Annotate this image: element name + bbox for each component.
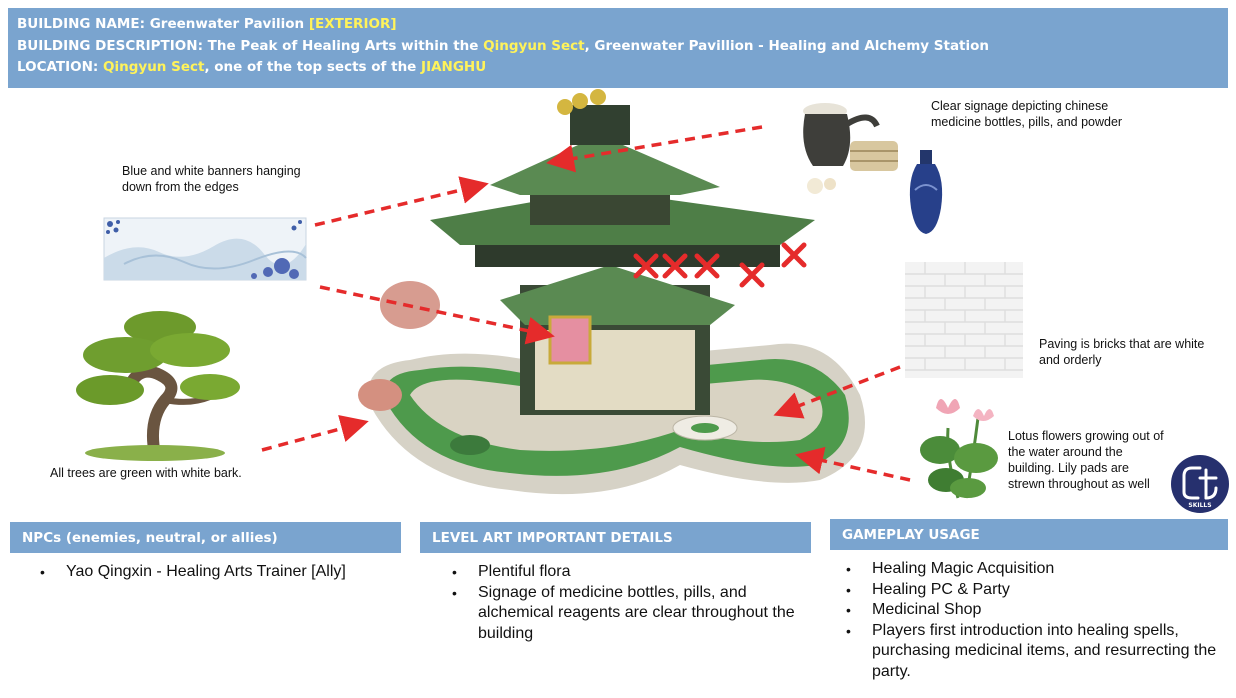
npcs-list: Yao Qingxin - Healing Arts Trainer [Ally… — [38, 562, 398, 583]
building-name-line: BUILDING NAME: Greenwater Pavilion [EXTE… — [17, 16, 397, 32]
gameplay-item: Healing Magic Acquisition — [844, 559, 1228, 580]
note-banners: Blue and white banners hanging down from… — [122, 164, 301, 194]
note-lotus: Lotus flowers growing out of the water a… — [1008, 429, 1164, 491]
banner-image — [103, 217, 307, 281]
building-tag: [EXTERIOR] — [308, 16, 397, 32]
arrow-signage-left — [319, 285, 555, 345]
location-text: , one of the top sects of the — [204, 59, 417, 75]
x-mark-4 — [739, 262, 765, 288]
sect-highlight: Qingyun Sect — [483, 38, 585, 54]
gameplay-section-header: GAMEPLAY USAGE — [830, 519, 1228, 550]
lotus-image — [920, 399, 998, 499]
location-sect-highlight: Qingyun Sect — [103, 59, 205, 75]
pavilion-illustration — [358, 89, 865, 495]
arrow-signage-top — [546, 125, 763, 173]
note-paving: Paving is bricks that are white and orde… — [1039, 337, 1205, 367]
building-description-text: The Peak of Healing Arts within the — [207, 38, 479, 54]
building-description-label: BUILDING DESCRIPTION: — [17, 38, 203, 54]
x-mark-1 — [633, 253, 659, 279]
npc-item: Yao Qingxin - Healing Arts Trainer [Ally… — [38, 562, 398, 583]
x-mark-5 — [781, 242, 807, 268]
building-name-label: BUILDING NAME: — [17, 16, 145, 32]
building-description-line: BUILDING DESCRIPTION: The Peak of Healin… — [17, 38, 989, 54]
building-description-rest: , Greenwater Pavillion - Healing and Alc… — [584, 38, 990, 54]
building-name-value: Greenwater Pavilion — [149, 16, 305, 32]
location-line: LOCATION: Qingyun Sect, one of the top s… — [17, 59, 486, 75]
gameplay-item: Medicinal Shop — [844, 600, 1228, 621]
skills-logo: SKILLS — [1171, 455, 1229, 513]
level-art-item: Signage of medicine bottles, pills, and … — [450, 583, 802, 645]
npcs-section-header: NPCs (enemies, neutral, or allies) — [10, 522, 401, 553]
blue-vase-image — [909, 150, 943, 234]
level-art-section-header: LEVEL ART IMPORTANT DETAILS — [420, 522, 811, 553]
arrow-lotus — [795, 446, 911, 482]
gameplay-item: Healing PC & Party — [844, 580, 1228, 601]
x-mark-2 — [662, 253, 688, 279]
note-signage: Clear signage depicting chinese medicine… — [931, 99, 1123, 129]
level-art-section-title: LEVEL ART IMPORTANT DETAILS — [432, 530, 673, 546]
header-banner: BUILDING NAME: Greenwater Pavilion [EXTE… — [8, 8, 1228, 88]
medicine-items-image — [803, 103, 898, 194]
jianghu-highlight: JIANGHU — [421, 59, 487, 75]
level-art-item: Plentiful flora — [450, 562, 802, 583]
note-trees: All trees are green with white bark. — [50, 466, 242, 480]
gameplay-list: Healing Magic Acquisition Healing PC & P… — [844, 559, 1228, 682]
arrow-trees — [261, 414, 369, 452]
level-art-list: Plentiful flora Signage of medicine bott… — [450, 562, 802, 644]
arrow-paving — [773, 365, 901, 419]
bonsai-tree-image — [76, 311, 240, 461]
gameplay-item: Players first introduction into healing … — [844, 621, 1228, 683]
gameplay-section-title: GAMEPLAY USAGE — [842, 527, 980, 543]
arrow-banners — [314, 176, 489, 227]
x-mark-3 — [694, 253, 720, 279]
x-marks — [633, 242, 807, 288]
brick-texture-image — [905, 262, 1023, 378]
npcs-section-title: NPCs (enemies, neutral, or allies) — [22, 530, 278, 546]
location-label: LOCATION: — [17, 59, 99, 75]
skills-logo-text: SKILLS — [1188, 502, 1211, 509]
